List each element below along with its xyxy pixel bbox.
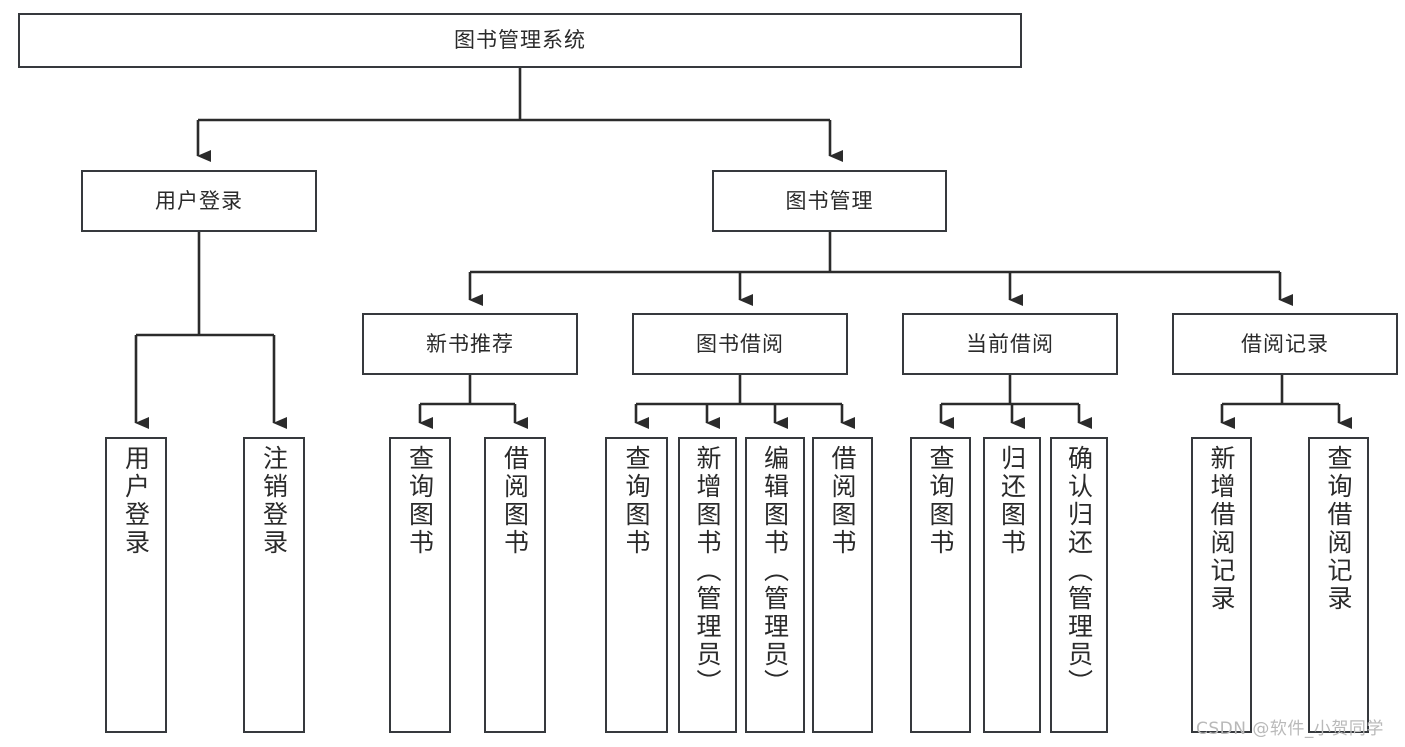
node-label: 查询借阅记录: [1324, 445, 1353, 613]
node-label: 图书管理: [785, 188, 874, 213]
node-label: 借阅记录: [1241, 331, 1329, 356]
node-leaf-9[interactable]: 归还图书: [983, 437, 1041, 733]
node-level1-0[interactable]: 用户登录: [81, 170, 317, 232]
node-leaf-0[interactable]: 用户登录: [105, 437, 167, 733]
node-label: 编辑图书（管理员）: [760, 445, 790, 697]
node-label: 图书借阅: [696, 331, 784, 356]
node-label: 查询图书: [622, 445, 651, 557]
node-label: 新增图书（管理员）: [693, 445, 722, 697]
node-label: 新书推荐: [426, 331, 514, 356]
node-level2-3[interactable]: 借阅记录: [1172, 313, 1398, 375]
node-level1-1[interactable]: 图书管理: [712, 170, 947, 232]
node-leaf-12[interactable]: 查询借阅记录: [1308, 437, 1369, 733]
node-leaf-3[interactable]: 借阅图书: [484, 437, 546, 733]
node-leaf-6[interactable]: 编辑图书（管理员）: [745, 437, 805, 733]
node-label: 新增借阅记录: [1207, 445, 1236, 613]
node-leaf-8[interactable]: 查询图书: [910, 437, 971, 733]
node-label: 借阅图书: [500, 445, 530, 557]
node-level2-0[interactable]: 新书推荐: [362, 313, 578, 375]
node-leaf-1[interactable]: 注销登录: [243, 437, 305, 733]
node-leaf-2[interactable]: 查询图书: [389, 437, 451, 733]
node-label: 借阅图书: [828, 445, 857, 557]
node-leaf-7[interactable]: 借阅图书: [812, 437, 873, 733]
node-label: 确认归还（管理员）: [1064, 445, 1094, 697]
node-label: 注销登录: [259, 445, 289, 557]
node-label: 图书管理系统: [454, 28, 586, 53]
node-label: 当前借阅: [966, 331, 1054, 356]
node-root[interactable]: 图书管理系统: [18, 13, 1022, 68]
node-leaf-11[interactable]: 新增借阅记录: [1191, 437, 1252, 733]
node-label: 查询图书: [405, 445, 435, 557]
node-label: 查询图书: [926, 445, 955, 557]
node-label: 用户登录: [121, 445, 151, 557]
node-leaf-5[interactable]: 新增图书（管理员）: [678, 437, 737, 733]
node-level2-2[interactable]: 当前借阅: [902, 313, 1118, 375]
node-label: 用户登录: [155, 188, 243, 213]
node-label: 归还图书: [997, 445, 1027, 557]
node-leaf-4[interactable]: 查询图书: [605, 437, 668, 733]
node-level2-1[interactable]: 图书借阅: [632, 313, 848, 375]
node-leaf-10[interactable]: 确认归还（管理员）: [1050, 437, 1108, 733]
